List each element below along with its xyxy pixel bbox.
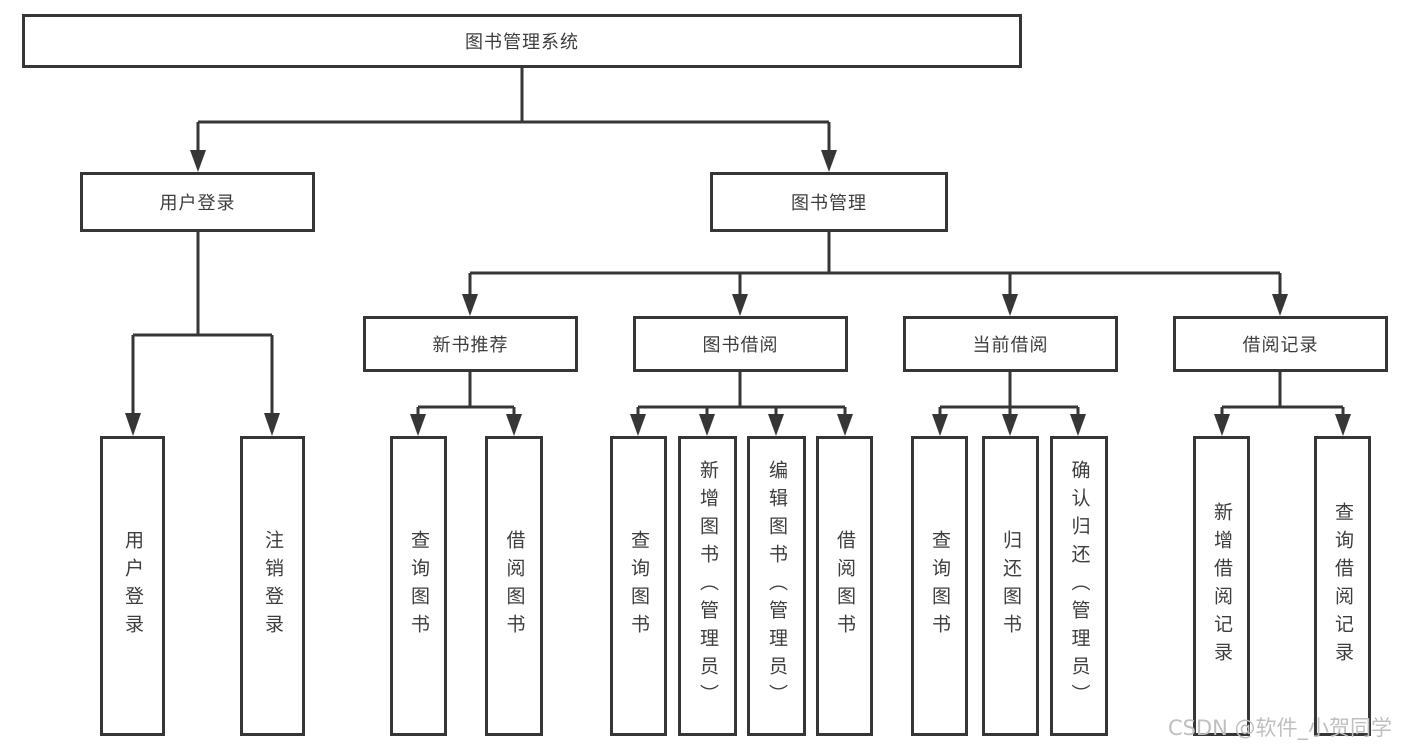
leaf-confirm-return-admin: 确认归还（管理员） <box>1050 436 1108 736</box>
connector-root-to-level2 <box>190 68 837 172</box>
leaf-current-query-books-label: 查询图书 <box>929 530 951 642</box>
watermark: CSDN @软件_小贺同学 <box>1168 716 1393 740</box>
node-book-management: 图书管理 <box>710 172 948 232</box>
node-user-login-label: 用户登录 <box>159 193 236 214</box>
arrowhead-icon <box>125 413 141 436</box>
arrowhead-icon <box>1214 414 1230 436</box>
connector-newbook-to-leaves <box>410 372 522 436</box>
arrowhead-icon <box>932 414 948 436</box>
leaf-logout: 注销登录 <box>240 436 305 736</box>
leaf-query-borrow-record: 查询借阅记录 <box>1314 436 1371 736</box>
leaf-borrow-books: 借阅图书 <box>816 436 873 736</box>
leaf-user-login: 用户登录 <box>100 436 165 736</box>
connector-line <box>416 372 516 432</box>
connector-bookmgmt-to-level3 <box>462 232 1288 316</box>
leaf-edit-books-admin-label: 编辑图书（管理员） <box>766 460 788 712</box>
leaf-user-login-label: 用户登录 <box>122 530 144 642</box>
connector-records-to-leaves <box>1214 372 1351 436</box>
node-new-book-recommend: 新书推荐 <box>363 316 578 372</box>
node-current-borrow: 当前借阅 <box>903 316 1118 372</box>
arrowhead-icon <box>1070 414 1086 436</box>
arrowhead-icon <box>1002 414 1018 436</box>
node-current-borrow-label: 当前借阅 <box>972 335 1049 356</box>
node-root: 图书管理系统 <box>22 14 1022 68</box>
connector-line <box>1220 372 1345 432</box>
node-borrow-records-label: 借阅记录 <box>1242 335 1319 356</box>
node-book-borrow-label: 图书借阅 <box>702 335 779 356</box>
leaf-newbook-borrow-books: 借阅图书 <box>485 436 543 736</box>
leaf-newbook-borrow-books-label: 借阅图书 <box>503 530 526 642</box>
arrowhead-icon <box>264 413 280 436</box>
leaf-borrow-query-books: 查询图书 <box>610 436 667 736</box>
arrowhead-icon <box>732 294 748 316</box>
connector-userlogin-to-leaves <box>125 232 280 436</box>
leaf-add-books-admin: 新增图书（管理员） <box>678 436 737 736</box>
leaf-logout-label: 注销登录 <box>262 530 284 642</box>
node-root-label: 图书管理系统 <box>465 32 579 53</box>
node-user-login: 用户登录 <box>80 172 315 232</box>
node-new-book-recommend-label: 新书推荐 <box>432 335 509 356</box>
leaf-newbook-query-books: 查询图书 <box>390 436 447 736</box>
arrowhead-icon <box>821 150 837 172</box>
leaf-confirm-return-admin-label: 确认归还（管理员） <box>1068 460 1091 712</box>
arrowhead-icon <box>1272 294 1288 316</box>
leaf-add-books-admin-label: 新增图书（管理员） <box>697 460 719 712</box>
node-book-management-label: 图书管理 <box>791 193 867 214</box>
arrowhead-icon <box>699 414 715 436</box>
leaf-newbook-query-books-label: 查询图书 <box>408 530 430 642</box>
connector-bookborrow-to-leaves <box>630 372 853 436</box>
arrowhead-icon <box>506 414 522 436</box>
leaf-edit-books-admin: 编辑图书（管理员） <box>747 436 806 736</box>
arrowhead-icon <box>768 414 784 436</box>
leaf-borrow-books-label: 借阅图书 <box>834 530 856 642</box>
arrowhead-icon <box>630 414 646 436</box>
leaf-query-borrow-record-label: 查询借阅记录 <box>1332 502 1354 670</box>
connector-line <box>131 232 274 432</box>
connector-currentborrow-to-leaves <box>932 372 1086 436</box>
arrowhead-icon <box>190 150 206 172</box>
leaf-return-books: 归还图书 <box>982 436 1039 736</box>
arrowhead-icon <box>410 414 426 436</box>
arrowhead-icon <box>837 414 853 436</box>
arrowhead-icon <box>462 294 478 316</box>
leaf-return-books-label: 归还图书 <box>1000 530 1022 642</box>
leaf-borrow-query-books-label: 查询图书 <box>628 530 650 642</box>
node-book-borrow: 图书借阅 <box>633 316 848 372</box>
leaf-add-borrow-record: 新增借阅记录 <box>1193 436 1250 736</box>
connector-line <box>196 68 831 168</box>
leaf-add-borrow-record-label: 新增借阅记录 <box>1211 502 1233 670</box>
connector-line <box>468 232 1282 312</box>
arrowhead-icon <box>1335 414 1351 436</box>
node-borrow-records: 借阅记录 <box>1173 316 1388 372</box>
connector-line <box>636 372 847 432</box>
arrowhead-icon <box>1002 294 1018 316</box>
leaf-current-query-books: 查询图书 <box>911 436 968 736</box>
